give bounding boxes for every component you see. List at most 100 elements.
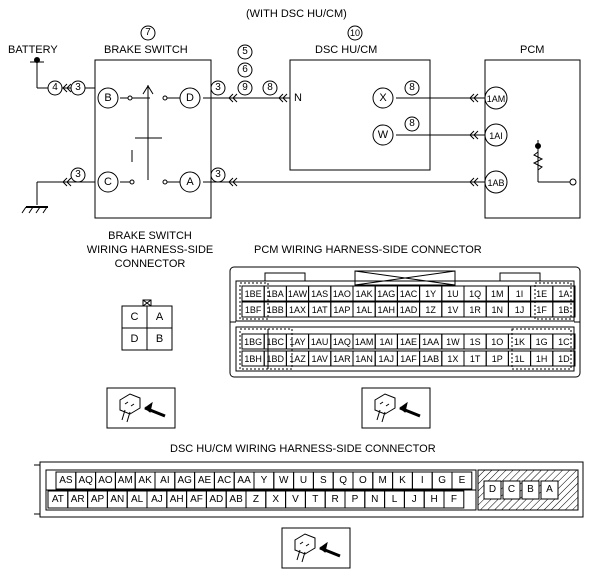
callout: 8 [409,82,415,93]
callout: 6 [242,64,248,75]
connector-pin-cell [451,471,473,490]
brake-pin: A [155,311,164,323]
connector-pin: 1D [558,353,570,364]
connector-pin: 1F [536,304,547,315]
connector-pin: 1AS [311,288,329,299]
connector-pin: 1AO [332,288,351,299]
connector-pin: 1L [514,353,525,364]
connector-pin-cell [502,480,521,500]
callout: 3 [75,169,81,180]
connector-pin: T [312,493,319,505]
connector-pin: 1N [491,304,504,315]
connector-pin: 1AV [311,353,328,364]
connector-pin: 1AW [287,288,308,299]
connector-pin: 1AD [399,304,418,315]
connector-pin: 1AF [400,353,417,364]
callout: 8 [267,82,273,93]
connector-pin-cell [552,301,576,318]
connector-pin: AH [169,493,184,505]
connector-pin: 1BA [266,288,284,299]
terminal-1AI: 1AI [489,131,503,141]
connector-pin: 1Z [425,304,436,315]
connector-pin: 1M [491,288,504,299]
callout: 3 [215,169,221,180]
terminal-N: N [294,92,302,104]
connector-pin: 1AH [377,304,396,315]
connector-view-icon-pcm [361,387,431,429]
connector-pin: AT [51,493,64,505]
wire-break-marks [62,83,479,187]
connector-pin: 1AZ [289,353,306,364]
connector-pin: 1T [469,353,481,364]
connector-pin: O [359,474,367,486]
connector-pin: V [292,493,299,505]
terminal-W: W [377,129,389,141]
dsc-connector-title: DSC HU/CM WIRING HARNESS-SIDE CONNECTOR [170,443,436,455]
brake-switch-label: BRAKE SWITCH [104,44,188,56]
connector-pin: AP [90,493,105,505]
connector-pin: 1AP [333,304,351,315]
connector-pin-cell [540,480,559,500]
connector-pin: 1AT [311,304,328,315]
connector-pin: AA [237,474,251,486]
connector-pin: 1R [469,304,481,315]
brake-connector-title-3: CONNECTOR [114,258,186,270]
connector-pin: AQ [78,474,93,486]
connector-pin: 1AN [355,353,373,364]
connector-pin-cell [483,480,502,500]
connector-pin: 1AJ [378,353,395,364]
connector-pin: M [378,474,387,486]
brake-switch-box [94,59,212,219]
terminal-A: A [186,176,194,188]
connector-pin: AS [59,474,73,486]
terminal-1AM: 1AM [486,94,506,104]
connector-pin: AD [209,493,224,505]
connector-pin: D [488,484,497,495]
connector-pin: AB [229,493,243,505]
connector-pin: 1P [491,353,503,364]
connector-pin: Z [252,493,259,505]
connector-pin: 1BD [266,353,285,364]
connector-pin: H [430,493,438,505]
connector-pin: 1S [469,336,481,347]
connector-pin: K [399,474,406,486]
connector-pin: 1C [558,336,570,347]
connector-pin: 1U [447,288,459,299]
dsc-connector-grid [47,471,559,509]
callout: 9 [242,82,248,93]
connector-pin: 1AY [289,336,306,347]
connector-pin: L [391,493,398,505]
connector-pin: 1AR [333,353,351,364]
connector-pin: Y [260,474,268,486]
connector-pin: AR [70,493,85,505]
connector-pin: B [527,484,534,495]
connector-pin: 1V [447,304,459,315]
connector-pin: 1AM [354,336,374,347]
connector-pin: 1AC [399,288,418,299]
pcm-box [484,59,581,219]
connector-pin: 1AI [379,336,394,347]
connector-pin: 1AU [310,336,329,347]
header-note: (WITH DSC HU/CM) [246,8,347,20]
callout: 8 [409,118,415,129]
terminal-C: C [104,176,112,188]
connector-pin: 1J [514,304,525,315]
connector-pin: S [319,474,327,486]
connector-pin: AI [160,474,170,486]
pcm-label: PCM [520,44,545,56]
connector-pin: A [546,484,553,495]
connector-pin: P [351,493,359,505]
brake-pin: D [130,333,139,345]
terminal-B: B [104,92,112,104]
connector-pin: 1AL [356,304,373,315]
connector-pin: 1AX [288,304,306,315]
connector-pin: 1Q [469,288,482,299]
connector-pin: 1AK [355,288,373,299]
connector-pin-cell [552,285,576,302]
callout: 4 [52,82,58,93]
connector-pin: 1AQ [332,336,351,347]
connector-pin: 1A [558,288,570,299]
connector-pin: AM [117,474,133,486]
pcm-connector-grid [241,285,576,367]
